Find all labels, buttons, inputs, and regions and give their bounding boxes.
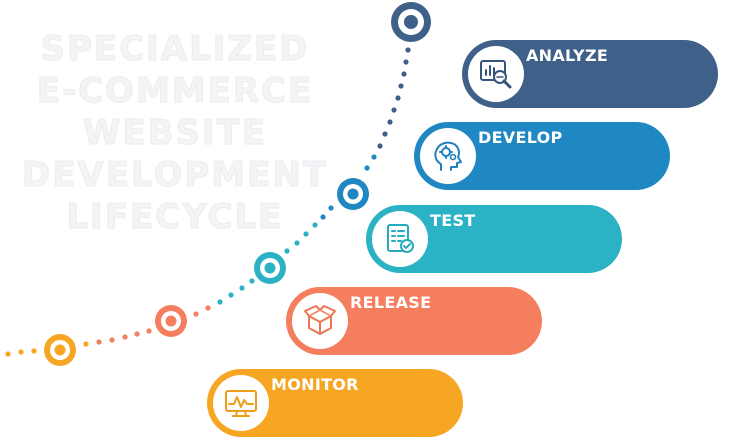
milestone-monitor xyxy=(44,334,76,366)
dots-develop xyxy=(320,154,377,220)
milestone-analyze xyxy=(391,2,431,42)
stage-label: RELEASE xyxy=(350,293,432,312)
stage-monitor: MONITOR xyxy=(207,369,463,437)
dots-analyze xyxy=(377,47,411,149)
checklist-icon xyxy=(372,211,428,267)
stage-label: ANALYZE xyxy=(526,46,609,65)
stage-label: DEVELOP xyxy=(478,128,563,147)
analysis-icon xyxy=(468,46,524,102)
milestone-develop xyxy=(337,178,369,210)
stage-develop: DEVELOP xyxy=(414,122,670,190)
dots-test xyxy=(217,222,318,305)
stage-release: RELEASE xyxy=(286,287,542,355)
head-gears-icon xyxy=(420,128,476,184)
dots-release xyxy=(96,305,211,345)
milestone-test xyxy=(254,252,286,284)
milestone-release xyxy=(155,305,187,337)
stage-analyze: ANALYZE xyxy=(462,40,718,108)
stage-label: MONITOR xyxy=(271,375,359,394)
box-icon xyxy=(292,293,348,349)
stage-label: TEST xyxy=(430,211,476,230)
stage-test: TEST xyxy=(366,205,622,273)
dots-monitor xyxy=(5,341,89,357)
monitor-icon xyxy=(213,375,269,431)
